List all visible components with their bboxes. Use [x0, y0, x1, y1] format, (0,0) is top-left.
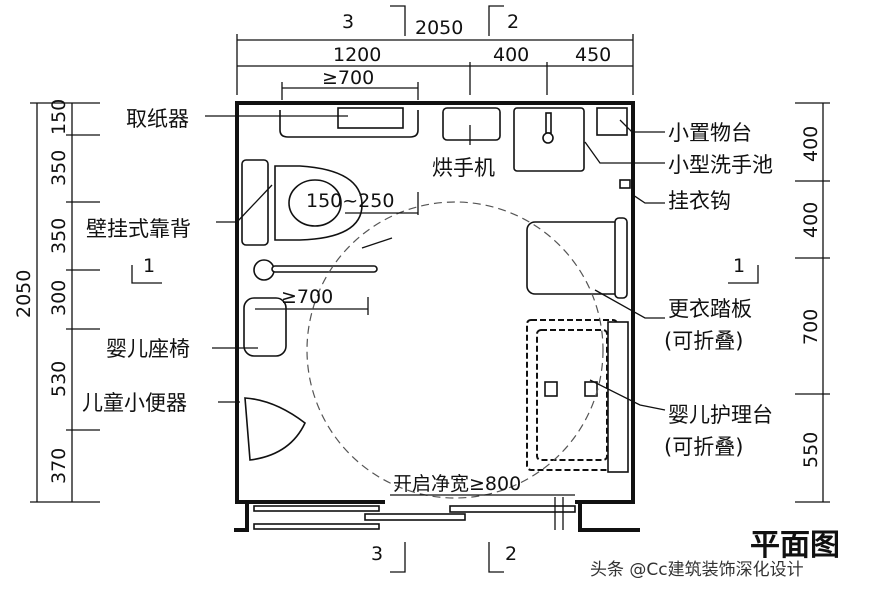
label-paper-dispenser: 取纸器 [126, 107, 189, 131]
changing-step [526, 221, 623, 295]
dim-top-450: 450 [575, 44, 611, 66]
arrow-icon [361, 237, 393, 249]
section-marks: 3 2 3 2 1 1 [131, 5, 759, 573]
dim-left-150: 150 [48, 99, 70, 135]
leader-lines [205, 115, 666, 411]
left-dimensions: 2050 150 350 350 300 530 370 [13, 99, 100, 503]
label-baby-care-table-note: (可折叠) [664, 435, 743, 459]
label-wall-backrest: 壁挂式靠背 [86, 217, 191, 241]
labels: 取纸器 壁挂式靠背 婴儿座椅 儿童小便器 烘手机 小置物台 小型洗手池 挂衣钩 … [82, 107, 773, 459]
dim-left-350b: 350 [48, 218, 70, 254]
label-small-basin: 小型洗手池 [668, 153, 773, 177]
watermark: 头条 @Cc建筑装饰深化设计 [590, 560, 804, 580]
dim-top-total: 2050 [415, 17, 463, 39]
small-shelf [596, 107, 628, 136]
top-dimensions: 2050 1200 400 450 ≥700 [236, 17, 634, 100]
section-mark-1-left: 1 [143, 255, 155, 277]
dim-left-530: 530 [48, 361, 70, 397]
dim-left-total: 2050 [13, 270, 35, 318]
label-changing-step: 更衣踏板 [668, 297, 752, 321]
dim-left-370: 370 [48, 448, 70, 484]
dim-right-400b: 400 [800, 202, 822, 238]
dim-grab-bar: ≥700 [322, 67, 374, 89]
section-mark-3-bottom: 3 [371, 543, 383, 565]
paper-dispenser [337, 107, 404, 129]
section-mark-2-bottom: 2 [505, 543, 517, 565]
label-small-shelf: 小置物台 [668, 121, 752, 145]
dim-right-400a: 400 [800, 126, 822, 162]
dim-rail-width: ≥700 [281, 286, 333, 308]
section-mark-2-top: 2 [507, 11, 519, 33]
section-mark-1-right: 1 [733, 255, 745, 277]
label-changing-step-note: (可折叠) [664, 329, 743, 353]
dim-top-400: 400 [493, 44, 529, 66]
child-urinal [244, 397, 306, 461]
hand-dryer [442, 107, 501, 141]
turning-circle [306, 201, 604, 499]
label-coat-hook: 挂衣钩 [668, 189, 731, 213]
fixtures [241, 107, 631, 473]
coat-hook [619, 179, 631, 189]
dim-top-1200: 1200 [333, 44, 381, 66]
right-dimensions: 400 400 700 550 [795, 102, 830, 503]
label-hand-dryer: 烘手机 [432, 156, 495, 180]
dim-left-300: 300 [48, 280, 70, 316]
dim-door-width: 开启净宽≥800 [393, 473, 521, 495]
dim-right-700: 700 [800, 309, 822, 345]
section-mark-3-top: 3 [342, 11, 354, 33]
walls [234, 101, 640, 532]
dim-left-350a: 350 [48, 150, 70, 186]
label-child-urinal: 儿童小便器 [82, 391, 187, 415]
label-baby-seat: 婴儿座椅 [106, 337, 190, 361]
grab-bar-side [271, 265, 378, 273]
label-baby-care-table: 婴儿护理台 [668, 403, 773, 427]
dim-right-550: 550 [800, 432, 822, 468]
baby-seat [243, 297, 287, 357]
dim-toilet-offset: 150~250 [306, 190, 394, 212]
plan-title: 平面图 [750, 528, 840, 563]
